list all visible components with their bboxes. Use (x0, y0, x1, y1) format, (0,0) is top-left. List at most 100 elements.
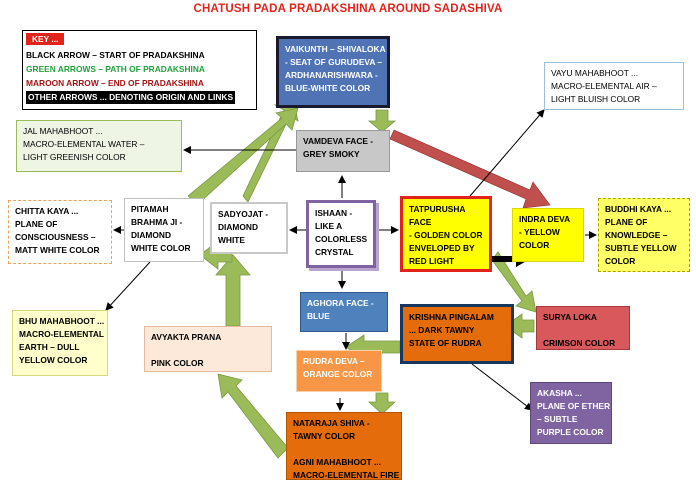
node-text-line: TATPURUSHA (409, 204, 466, 214)
node-krishna: KRISHNA PINGALAM ... DARK TAWNY STATE OF R… (400, 304, 514, 364)
node-vayu: VAYU MAHABHOOT ... MACRO-ELEMENTAL AIR – L… (544, 62, 684, 110)
node-sadyojat: SADYOJAT - DIAMOND WHITE (210, 202, 288, 254)
node-text-line: MACRO-ELEMENTAL (19, 329, 104, 339)
node-text-line: MACRO-ELEMENTAL AIR – (551, 81, 657, 91)
green-arrow-vaikunth-vamdeva (367, 109, 397, 133)
green-arrow-pitamah-vaikunth (187, 107, 299, 205)
node-text-line: FACE (409, 217, 432, 227)
legend-green-arrows: GREEN ARROWS – PATH OF PRADAKSHINA (26, 64, 205, 74)
node-surya: SURYA LOKA CRIMSON COLOR (536, 306, 630, 350)
node-text-line: DIAMOND (131, 230, 172, 240)
node-vaikunth: VAIKUNTH – SHIVALOKA - SEAT OF GURUDEVA –… (276, 36, 390, 108)
node-vamdeva: VAMDEVA FACE - GREY SMOKY (296, 130, 390, 172)
link-tatpurusha-vayu (469, 109, 545, 197)
node-text-line: RED LIGHT (409, 256, 455, 266)
node-chitta: CHITTA KAYA ... PLANE OF CONSCIOUSNESS – M… (8, 200, 112, 264)
node-text-line: PLANE OF ETHER (537, 401, 611, 411)
node-text-line: AGNI MAHABHOOT ... (293, 457, 381, 467)
node-text-line: PURPLE COLOR (537, 427, 604, 437)
node-avyakta: AVYAKTA PRANA PINK COLOR (144, 326, 272, 372)
node-text-line: - GOLDEN COLOR (409, 230, 483, 240)
node-text-line: – SUBTLE (537, 414, 578, 424)
node-text-line: CHITTA KAYA ... (15, 206, 79, 216)
node-text-line: KRISHNA PINGALAM (409, 312, 494, 322)
diagram-title: CHATUSH PADA PRADAKSHINA AROUND SADASHIV… (193, 3, 503, 15)
node-text-line: STATE OF RUDRA (409, 338, 482, 348)
node-text-line (293, 443, 395, 456)
node-text-line: JAL MAHABHOOT ... (23, 126, 103, 136)
node-text-line: BHU MAHABHOOT ... (19, 316, 105, 326)
node-text-line (543, 324, 623, 337)
node-text-line: ISHAAN - (315, 208, 353, 218)
node-akasha: AKASHA ... PLANE OF ETHER – SUBTLE PURPLE … (530, 382, 612, 444)
node-text-line: AVYAKTA PRANA (151, 332, 222, 342)
node-text-line: AKASHA ... (537, 388, 582, 398)
node-text-line: PITAMAH (131, 204, 169, 214)
node-text-line: ENVELOPED BY (409, 243, 475, 253)
node-nataraja: NATARAJA SHIVA - TAWNY COLOR AGNI MAHABHO… (286, 412, 402, 480)
node-aghora: AGHORA FACE - BLUE (300, 292, 388, 332)
node-text-line: - YELLOW (519, 227, 560, 237)
node-text-line: CRYSTAL (315, 247, 354, 257)
node-text-line: CRIMSON COLOR (543, 338, 616, 348)
node-text-line: PLANE OF (605, 217, 648, 227)
node-text-line: MACRO-ELEMENTAL WATER – (23, 139, 145, 149)
node-ishaan: ISHAAN - LIKE A COLORLESS CRYSTAL (306, 200, 376, 268)
node-text-line: RUDRA DEVA – (303, 356, 365, 366)
node-text-line: BLUE-WHITE COLOR (285, 83, 371, 93)
node-text-line (151, 344, 265, 357)
node-text-line: LIGHT BLUISH COLOR (551, 94, 641, 104)
node-text-line: AGHORA FACE - (307, 298, 374, 308)
maroon-arrow (389, 129, 551, 209)
node-text-line: BUDDHI KAYA ... (605, 204, 672, 214)
legend-key: KEY ... BLACK ARROW – START OF PRADAKSHI… (22, 30, 257, 110)
legend-other-arrows: OTHER ARROWS ... DENOTING ORIGIN AND LIN… (26, 91, 236, 104)
green-arrow-avyakta-sadyojat (215, 254, 251, 327)
node-text-line: TAWNY COLOR (293, 431, 356, 441)
node-indra: INDRA DEVA - YELLOW COLOR (512, 208, 584, 262)
legend-maroon-arrow: MAROON ARROW – END OF PRADAKSHINA (26, 78, 204, 88)
node-text-line: COLOR (605, 256, 636, 266)
node-text-line: COLORLESS (315, 234, 368, 244)
node-text-line: NATARAJA SHIVA - (293, 418, 370, 428)
node-text-line: WHITE COLOR (131, 243, 191, 253)
node-text-line: BRAHMA JI - (131, 217, 183, 227)
legend-black-arrow: BLACK ARROW – START OF PRADAKSHINA (26, 50, 205, 60)
node-rudra: RUDRA DEVA – ORANGE COLOR (296, 350, 382, 392)
node-pitamah: PITAMAH BRAHMA JI - DIAMOND WHITE COLOR (124, 198, 204, 262)
green-arrow-nataraja-avyakta (217, 373, 289, 459)
node-text-line: PINK COLOR (151, 358, 204, 368)
node-buddhi: BUDDHI KAYA ... PLANE OF KNOWLEDGE – SUBTL… (598, 198, 690, 272)
node-text-line: VAIKUNTH – SHIVALOKA (285, 44, 386, 54)
node-text-line: COLOR (519, 240, 550, 250)
node-text-line: DIAMOND (218, 222, 259, 232)
node-text-line: WHITE (218, 235, 245, 245)
node-text-line: SADYOJAT - (218, 209, 269, 219)
node-text-line: INDRA DEVA (519, 214, 571, 224)
node-text-line: EARTH – DULL (19, 342, 80, 352)
green-arrow-rudra-nataraja (367, 392, 397, 415)
node-text-line: MACRO-ELEMENTAL FIRE (293, 470, 400, 480)
node-text-line: PLANE OF (15, 219, 58, 229)
node-text-line: GREY SMOKY (303, 149, 360, 159)
node-text-line: - SEAT OF GURUDEVA – (285, 57, 383, 67)
node-text-line: VAYU MAHABHOOT ... (551, 68, 639, 78)
node-text-line: YELLOW COLOR (19, 355, 88, 365)
node-text-line: LIGHT GREENISH COLOR (23, 152, 126, 162)
node-text-line: SURYA LOKA (543, 312, 597, 322)
node-text-line: ORANGE COLOR (303, 369, 373, 379)
link-krishna-akasha (471, 363, 533, 411)
node-text-line: SUBTLE YELLOW (605, 243, 677, 253)
legend-heading: KEY ... (26, 33, 65, 45)
link-pitamah-bhu (105, 261, 151, 311)
node-text-line: LIKE A (315, 221, 343, 231)
node-jal: JAL MAHABHOOT ... MACRO-ELEMENTAL WATER –… (16, 120, 182, 172)
node-text-line: KNOWLEDGE – (605, 230, 668, 240)
node-text-line: MATT WHITE COLOR (15, 245, 100, 255)
node-text-line: ARDHANARISHWARA - (285, 70, 378, 80)
node-text-line: ... DARK TAWNY (409, 325, 475, 335)
node-text-line: BLUE (307, 311, 330, 321)
node-text-line: VAMDEVA FACE - (303, 136, 374, 146)
node-text-line: CONSCIOUSNESS – (15, 232, 96, 242)
node-tatpurusha: TATPURUSHA FACE - GOLDEN COLOR ENVELOPED B… (400, 196, 492, 272)
